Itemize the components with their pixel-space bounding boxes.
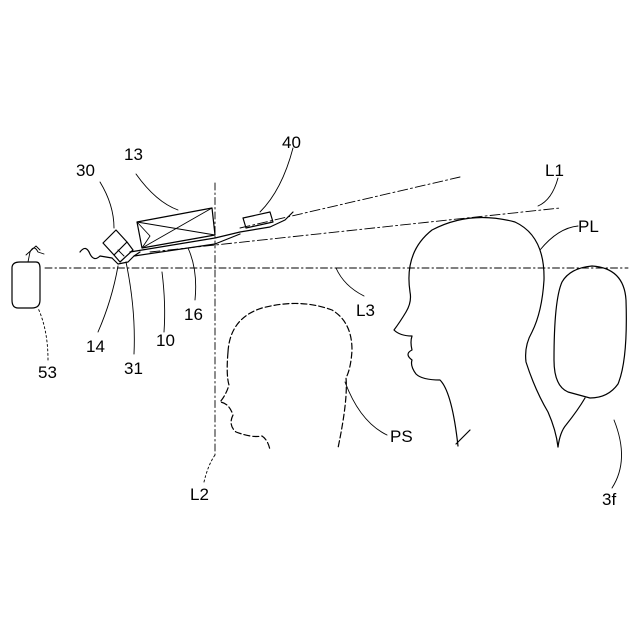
- label-PS: PS: [390, 427, 413, 446]
- line-PL: [150, 208, 560, 252]
- leader-31: [126, 262, 134, 354]
- leader-53: [38, 308, 48, 360]
- leader-3f: [612, 420, 622, 488]
- camera-40: [243, 212, 273, 228]
- label-PL: PL: [578, 217, 599, 236]
- leader-10: [162, 272, 165, 332]
- label-10: 10: [156, 331, 175, 350]
- label-53: 53: [38, 363, 57, 382]
- label-30: 30: [76, 161, 95, 180]
- leader-PL: [540, 226, 578, 250]
- headrest-3f: [554, 266, 626, 447]
- rear-view-mirror-53: [12, 246, 44, 308]
- leader-14: [98, 266, 118, 332]
- label-14: 14: [86, 337, 105, 356]
- box-13: [137, 208, 215, 248]
- leader-13: [136, 174, 178, 210]
- label-L3: L3: [356, 301, 375, 320]
- label-3f: 3f: [602, 490, 616, 509]
- leader-PS: [345, 382, 387, 435]
- front-passenger-PL: [394, 218, 558, 448]
- headliner-edge: [80, 248, 112, 258]
- leader-16: [188, 248, 196, 300]
- label-13: 13: [124, 145, 143, 164]
- label-31: 31: [124, 359, 143, 378]
- leader-L1: [538, 178, 558, 206]
- leader-L3: [336, 268, 364, 296]
- label-L1: L1: [545, 161, 564, 180]
- label-40: 40: [282, 133, 301, 152]
- label-L2: L2: [190, 485, 209, 504]
- leader-30: [100, 182, 114, 228]
- leader-L2: [204, 455, 215, 482]
- label-16: 16: [184, 305, 203, 324]
- rear-passenger-PS: [220, 303, 352, 450]
- leader-40: [260, 148, 293, 212]
